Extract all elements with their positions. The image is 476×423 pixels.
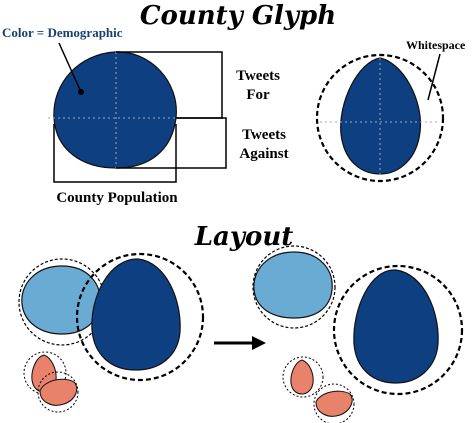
county-population-label: County Population <box>56 190 178 206</box>
tweets-against-label-line1: Tweets <box>242 127 286 143</box>
whitespace-pointer <box>427 53 441 101</box>
whitespace-label: Whitespace <box>406 38 466 52</box>
right-arrow-icon <box>214 336 266 350</box>
layout-before <box>18 252 205 413</box>
dark-blue-glyph <box>91 258 181 371</box>
layout-title: Layout <box>194 222 294 252</box>
salmon-glyph <box>39 378 78 406</box>
whitespace-ring <box>313 383 355 423</box>
county-population-bracket <box>53 124 177 183</box>
tweets-for-label-line2: For <box>246 87 270 103</box>
light-blue-glyph <box>21 265 101 335</box>
color-demographic-pointer <box>58 42 82 93</box>
whitespace-ring <box>252 245 336 329</box>
tweets-against-label-line2: Against <box>239 146 288 162</box>
light-blue-glyph <box>253 251 333 319</box>
labeled-glyph: Color = Demographic Tweets For Tweets Ag… <box>2 25 289 206</box>
whitespace-ring <box>37 371 79 413</box>
color-demographic-label: Color = Demographic <box>2 25 123 40</box>
whitespace-ring <box>75 252 205 382</box>
dark-blue-glyph-shape <box>340 57 422 175</box>
tweets-for-label-line1: Tweets <box>236 68 280 84</box>
whitespace-ring <box>332 264 464 396</box>
glyph-title: County Glyph <box>140 1 336 31</box>
dark-blue-glyph <box>353 269 439 384</box>
dark-blue-glyph-shape <box>53 51 177 169</box>
salmon-glyph <box>290 359 314 395</box>
whitespace-glyph: Whitespace <box>315 38 466 183</box>
tweets-against-bracket <box>116 117 227 169</box>
layout-after <box>252 245 464 423</box>
whitespace-ring <box>315 53 445 183</box>
salmon-glyph <box>315 390 353 417</box>
whitespace-ring <box>282 356 324 398</box>
